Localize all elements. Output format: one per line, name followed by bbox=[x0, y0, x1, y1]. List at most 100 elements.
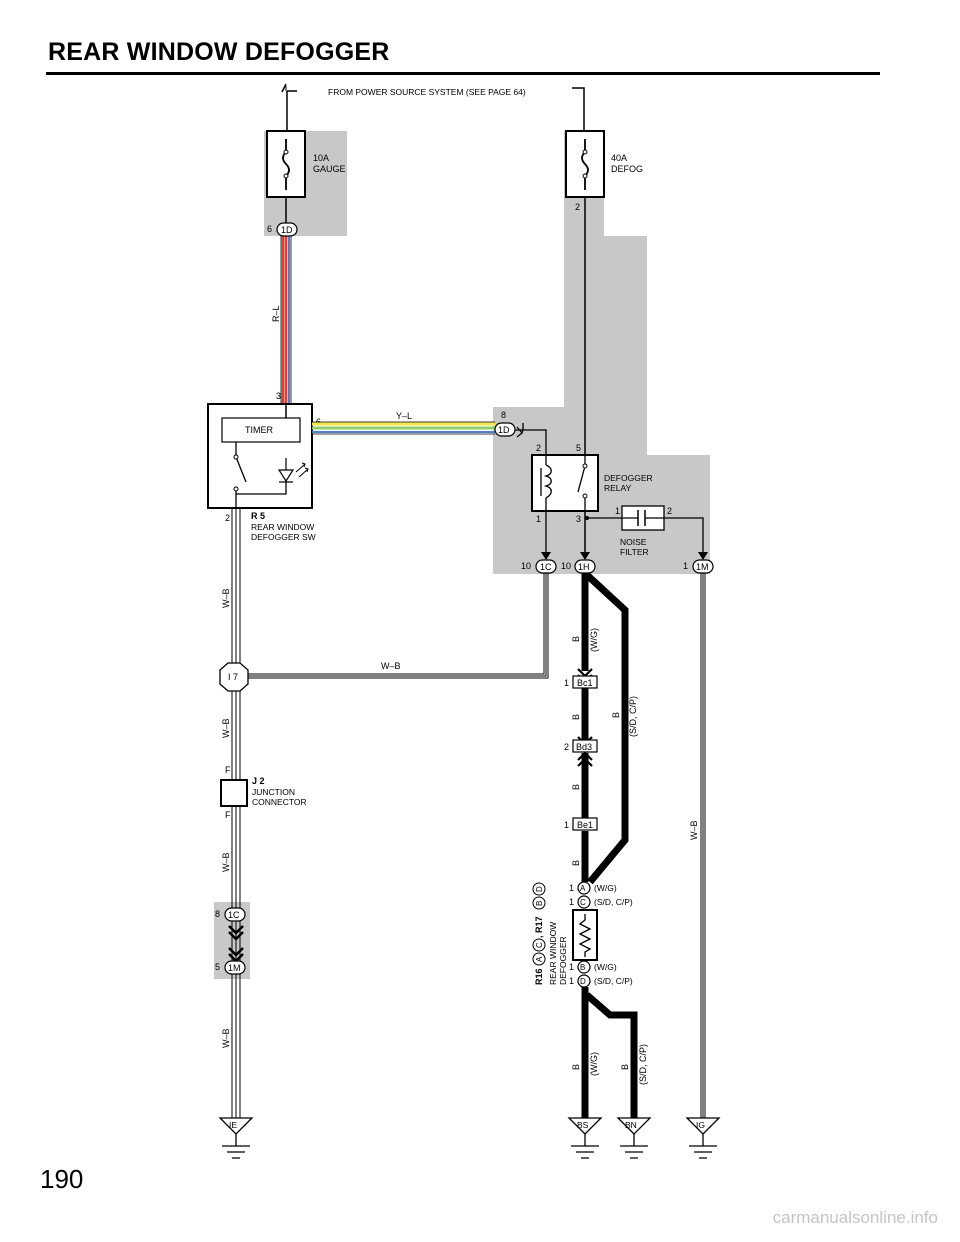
pin-label: 6 bbox=[267, 224, 272, 234]
connector-label: 1C bbox=[540, 562, 552, 572]
title-rule bbox=[46, 72, 880, 75]
pin-label: 2 bbox=[536, 443, 541, 453]
defogger-code-r16: R16 bbox=[534, 968, 544, 985]
fuse-gauge: 10A GAUGE bbox=[266, 130, 346, 198]
noise-filter: 1 2 NOISE FILTER bbox=[584, 505, 704, 557]
variant-label: (S/D, C/P) bbox=[594, 976, 633, 986]
defogger-name-line1: REAR WINDOW bbox=[548, 922, 558, 985]
fuse-icon bbox=[581, 139, 589, 190]
ground-ig-label: IG bbox=[696, 1120, 705, 1130]
wire-label-b: B bbox=[571, 784, 581, 790]
grounds: IE BS BN IG bbox=[218, 1117, 721, 1159]
power-source-label: FROM POWER SOURCE SYSTEM (SEE PAGE 64) bbox=[328, 87, 526, 97]
switch-name-line2: DEFOGGER SW bbox=[251, 532, 316, 542]
junction-connector-j2: F F J 2 JUNCTION CONNECTOR bbox=[220, 765, 307, 820]
fuse-gauge-name: GAUGE bbox=[313, 164, 346, 174]
pin-label: 1 bbox=[564, 820, 569, 830]
defogger-letter-d: D bbox=[535, 886, 544, 892]
pin-label: 1 bbox=[683, 561, 688, 571]
relay-coil-icon bbox=[543, 464, 552, 499]
connector-label: C bbox=[580, 898, 586, 907]
heavy-b-wires: B (W/G) B B (S/D, C/P) B B B (W/G) B (S/… bbox=[571, 572, 648, 1118]
wire-y-l: Y–L bbox=[312, 411, 495, 435]
pin-label: 10 bbox=[521, 561, 531, 571]
connector-label: 1D bbox=[281, 225, 293, 235]
connector-1c-1m-left: 8 1C 5 1M bbox=[215, 907, 246, 975]
connector-label: 1C bbox=[228, 910, 240, 920]
pin-label: 8 bbox=[215, 909, 220, 919]
pin-label: 2 bbox=[564, 742, 569, 752]
ground-bs-label: BS bbox=[577, 1120, 589, 1130]
variant-label: (W/G) bbox=[594, 962, 617, 972]
junction-i7-label: I 7 bbox=[228, 672, 238, 682]
pin-label: 10 bbox=[561, 561, 571, 571]
variant-label: (S/D, C/P) bbox=[638, 1044, 648, 1085]
pin-label: 1 bbox=[536, 514, 541, 524]
timer-box bbox=[221, 417, 301, 443]
connector-label: B bbox=[580, 963, 585, 972]
wire-label-b: B bbox=[571, 714, 581, 720]
power-source: FROM POWER SOURCE SYSTEM (SEE PAGE 64) bbox=[281, 83, 585, 131]
inline-connectors: 1 Bc1 2 Bd3 1 Be1 bbox=[564, 675, 598, 831]
wire-label-y-l: Y–L bbox=[396, 411, 412, 421]
connector-label: 1D bbox=[498, 425, 510, 435]
wire-w-b-main: W–B W–B W–B W–B bbox=[221, 508, 241, 1120]
ground-bn-label: BN bbox=[625, 1120, 637, 1130]
wire-label-w-b: W–B bbox=[381, 661, 401, 671]
connector-label: A bbox=[580, 884, 586, 893]
connector-label: Bd3 bbox=[576, 742, 592, 752]
defogger-letter-b: B bbox=[535, 901, 544, 906]
wire-label-b: B bbox=[571, 860, 581, 866]
connector-label: 1H bbox=[578, 562, 590, 572]
ground-bs: BS bbox=[567, 1117, 603, 1159]
connector-arrows bbox=[541, 552, 708, 560]
j2-name-line2: CONNECTOR bbox=[252, 797, 307, 807]
defogger-switch: TIMER 3 6 2 R 5 REAR WINDOW DEFOGGER SW bbox=[207, 391, 321, 542]
pin-label: 1 bbox=[569, 976, 574, 986]
pin-label: 1 bbox=[569, 883, 574, 893]
j2-pin-top: F bbox=[225, 765, 231, 775]
pin-label: 5 bbox=[576, 443, 581, 453]
pin-label: 3 bbox=[576, 514, 581, 524]
wire-label-b: B bbox=[571, 1064, 581, 1070]
switch-name-line1: REAR WINDOW bbox=[251, 522, 314, 532]
wire-label-b: B bbox=[620, 1064, 630, 1070]
j2-pin-bottom: F bbox=[225, 810, 231, 820]
ground-ig: IG bbox=[685, 1117, 721, 1159]
variant-label: (W/G) bbox=[589, 628, 599, 652]
pin-label: 5 bbox=[215, 962, 220, 972]
heater-resistor-icon bbox=[578, 914, 592, 957]
pin-label: 8 bbox=[501, 410, 506, 420]
pin-label: 2 bbox=[575, 202, 580, 212]
wire-label-w-b: W–B bbox=[221, 718, 231, 738]
defogger-name-line2: DEFOGGER bbox=[558, 936, 568, 985]
connector-1d-gauge: 6 1D bbox=[267, 222, 298, 237]
connector-label: 1M bbox=[696, 562, 709, 572]
wire-label-r-l: R–L bbox=[271, 305, 281, 322]
wire-label-w-b: W–B bbox=[689, 820, 699, 840]
connector-label: Be1 bbox=[577, 820, 593, 830]
wire-label-w-b: W–B bbox=[221, 852, 231, 872]
pin-label: 1 bbox=[569, 962, 574, 972]
noise-filter-name-line1: NOISE bbox=[620, 537, 647, 547]
wire-w-b-1c: W–B bbox=[246, 573, 549, 679]
j2-code: J 2 bbox=[252, 776, 265, 786]
noise-filter-name-line2: FILTER bbox=[620, 547, 649, 557]
variant-label: (S/D, C/P) bbox=[628, 696, 638, 737]
pin-label: 2 bbox=[667, 506, 672, 516]
switch-code: R 5 bbox=[251, 511, 265, 521]
pin-label: 1 bbox=[564, 678, 569, 688]
j2-name-line1: JUNCTION bbox=[252, 787, 295, 797]
wire-label-b: B bbox=[571, 636, 581, 642]
ground-ie: IE bbox=[218, 1117, 254, 1159]
ground-bn: BN bbox=[616, 1117, 652, 1159]
fuse-defog-rating: 40A bbox=[611, 153, 627, 163]
wire-label-b: B bbox=[611, 712, 621, 718]
fuse-gauge-rating: 10A bbox=[313, 153, 329, 163]
connector-label: 1M bbox=[228, 963, 241, 973]
fuse-defog: 40A DEFOG 2 bbox=[565, 130, 643, 212]
fuse-defog-name: DEFOG bbox=[611, 164, 643, 174]
relay-name-line2: RELAY bbox=[604, 483, 632, 493]
wire-w-b-ig: W–B bbox=[689, 573, 706, 1120]
